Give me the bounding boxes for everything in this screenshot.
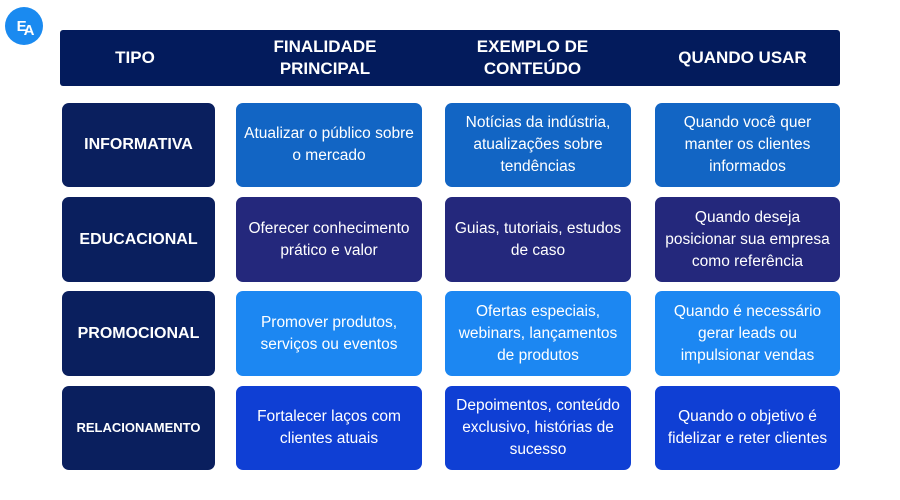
type-promocional: PROMOCIONAL (62, 291, 215, 376)
exemplo-cell: Notícias da indústria, atualizações sobr… (445, 103, 631, 187)
exemplo-cell: Ofertas especiais, webinars, lançamentos… (445, 291, 631, 376)
finalidade-cell: Promover produtos, serviços ou eventos (236, 291, 422, 376)
finalidade-cell: Fortalecer laços com clientes atuais (236, 386, 422, 470)
header-tipo: TIPO (115, 48, 155, 67)
table-header: TIPO FINALIDADE PRINCIPAL EXEMPLO DE CON… (60, 30, 840, 86)
type-informativa: INFORMATIVA (62, 103, 215, 187)
quando-cell: Quando é necessário gerar leads ou impul… (655, 291, 840, 376)
logo-letter: E (16, 17, 27, 35)
finalidade-cell: Oferecer conhecimento prático e valor (236, 197, 422, 282)
exemplo-cell: Depoimentos, conteúdo exclusivo, históri… (445, 386, 631, 470)
type-educacional: EDUCACIONAL (62, 197, 215, 282)
logo-letter: A (23, 21, 35, 39)
quando-cell: Quando deseja posicionar sua empresa com… (655, 197, 840, 282)
header-exemplo: EXEMPLO DE CONTEÚDO (476, 37, 589, 78)
header-quando: QUANDO USAR (678, 48, 807, 67)
type-relacionamento: RELACIONAMENTO (62, 386, 215, 470)
quando-cell: Quando o objetivo é fidelizar e reter cl… (655, 386, 840, 470)
exemplo-cell: Guias, tutoriais, estudos de caso (445, 197, 631, 282)
finalidade-cell: Atualizar o público sobre o mercado (236, 103, 422, 187)
header-finalidade: FINALIDADE PRINCIPAL (273, 37, 377, 78)
quando-cell: Quando você quer manter os clientes info… (655, 103, 840, 187)
